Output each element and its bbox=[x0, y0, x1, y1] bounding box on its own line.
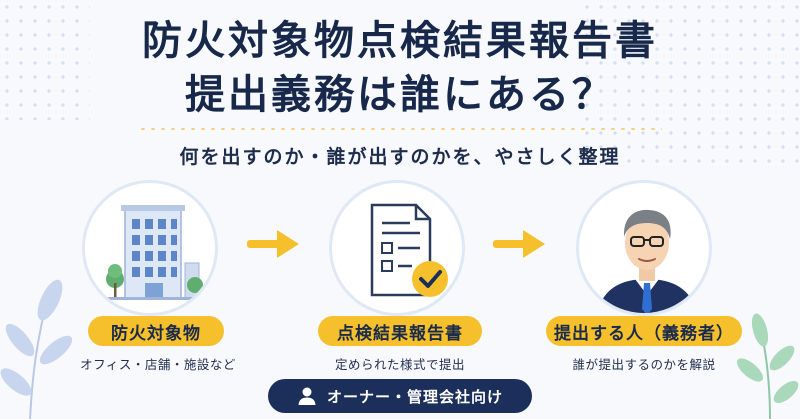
leaf-decoration-left bbox=[0, 279, 73, 419]
user-icon bbox=[298, 387, 316, 405]
audience-label: オーナー・管理会社向け bbox=[326, 387, 503, 406]
arrow-right-icon-2 bbox=[493, 230, 545, 258]
step-label-report: 点検結果報告書 bbox=[318, 316, 482, 346]
building-icon bbox=[106, 205, 203, 300]
document-circle bbox=[329, 180, 465, 316]
step-desc-building: オフィス・店舗・施設など bbox=[80, 357, 236, 372]
audience-badge: オーナー・管理会社向け bbox=[268, 379, 532, 413]
page-title-line2: 提出義務は誰にある？ bbox=[185, 72, 615, 118]
dot-pattern-decoration-left bbox=[0, 0, 90, 120]
page-subtitle: 何を出すのか・誰が出すのかを、やさしく整理 bbox=[179, 146, 621, 168]
step-label-submitter: 提出する人（義務者） bbox=[546, 316, 742, 346]
document-check-icon bbox=[370, 203, 448, 297]
step-desc-submitter: 誰が提出するのかを解説 bbox=[572, 357, 716, 372]
step-label-building: 防火対象物 bbox=[88, 316, 224, 346]
person-circle bbox=[576, 180, 712, 316]
businessman-icon bbox=[597, 209, 697, 313]
page-title-line1: 防火対象物点検結果報告書 bbox=[142, 18, 658, 64]
step-desc-report: 定められた様式で提出 bbox=[334, 357, 465, 372]
arrow-right-icon bbox=[247, 230, 299, 258]
leaf-decoration-right bbox=[736, 313, 799, 419]
dotted-divider bbox=[138, 127, 662, 131]
building-circle bbox=[82, 180, 218, 316]
dot-pattern-decoration bbox=[580, 0, 800, 170]
